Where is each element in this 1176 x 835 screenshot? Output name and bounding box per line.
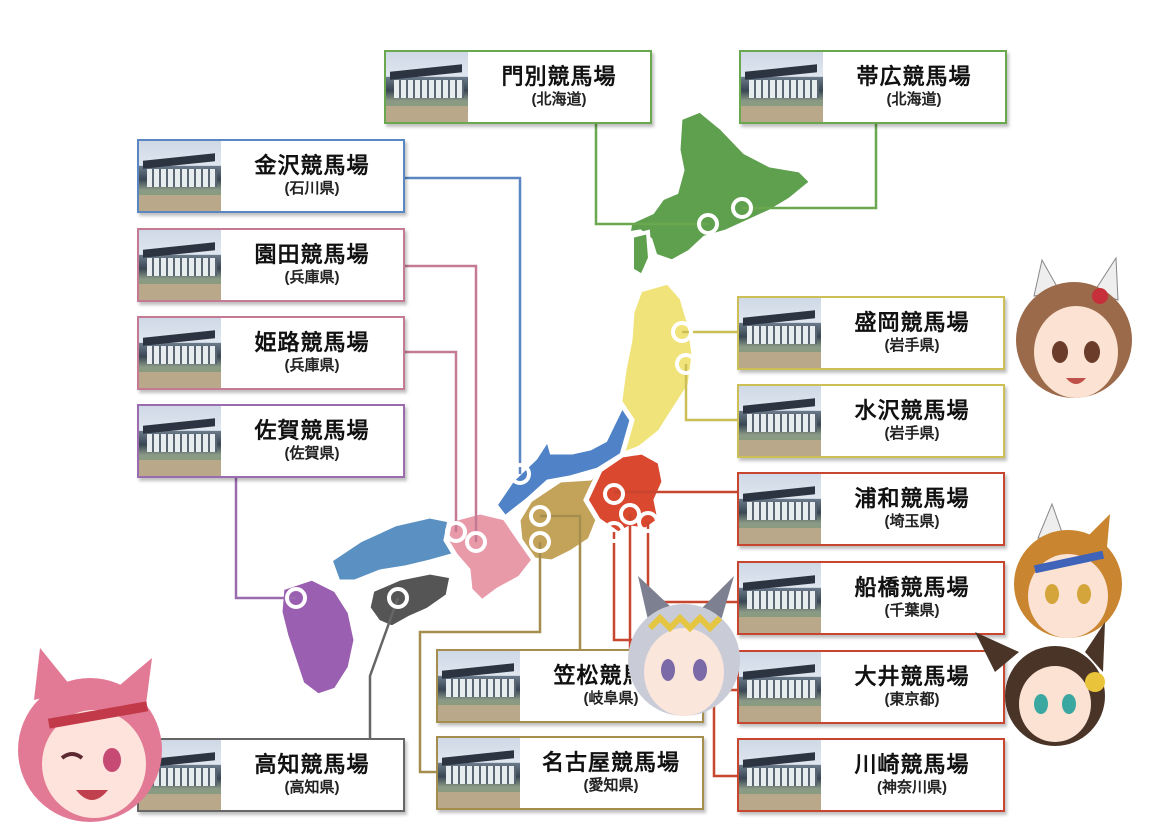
leader-sonoda	[404, 264, 478, 542]
track-name: 姫路競馬場	[254, 330, 370, 356]
leader-saga	[234, 478, 296, 600]
character-portrait-low-right	[975, 622, 1105, 746]
card-ooi[interactable]: 大井競馬場(東京都)	[737, 650, 1005, 724]
marker-sonoda[interactable]	[465, 531, 487, 553]
track-name: 浦和競馬場	[854, 486, 970, 512]
marker-obihiro[interactable]	[731, 197, 753, 219]
card-funabashi[interactable]: 船橋競馬場(千葉県)	[737, 561, 1005, 635]
photo-urawa	[739, 474, 821, 544]
card-morioka[interactable]: 盛岡競馬場(岩手県)	[737, 296, 1005, 370]
marker-monbetsu[interactable]	[697, 213, 719, 235]
track-prefecture: (兵庫県)	[284, 357, 340, 375]
track-prefecture: (兵庫県)	[284, 269, 340, 287]
track-prefecture: (埼玉県)	[884, 513, 940, 531]
track-prefecture: (佐賀県)	[284, 445, 340, 463]
card-sonoda[interactable]: 園田競馬場(兵庫県)	[137, 228, 405, 302]
leader-kanazawa	[404, 176, 522, 474]
photo-sonoda	[139, 230, 221, 300]
card-saga[interactable]: 佐賀競馬場(佐賀県)	[137, 404, 405, 478]
marker-nagoya[interactable]	[529, 531, 551, 553]
track-name: 水沢競馬場	[854, 398, 970, 424]
leader-mizusawa	[684, 364, 738, 422]
photo-obihiro	[741, 52, 823, 122]
marker-mizusawa[interactable]	[675, 353, 697, 375]
track-prefecture: (北海道)	[531, 91, 587, 109]
card-obihiro[interactable]: 帯広競馬場(北海道)	[739, 50, 1007, 124]
track-prefecture: (岩手県)	[884, 337, 940, 355]
track-name: 盛岡競馬場	[854, 310, 970, 336]
region-shikoku	[365, 569, 455, 631]
track-prefecture: (高知県)	[284, 779, 340, 797]
card-kanazawa[interactable]: 金沢競馬場(石川県)	[137, 139, 405, 213]
leader-obihiro	[742, 124, 878, 210]
track-prefecture: (神奈川県)	[877, 779, 947, 797]
marker-kasamatsu[interactable]	[529, 505, 551, 527]
track-name: 門別競馬場	[501, 64, 617, 90]
track-prefecture: (北海道)	[886, 91, 942, 109]
track-name: 園田競馬場	[254, 242, 370, 268]
leader-monbetsu	[594, 124, 708, 226]
track-name: 大井競馬場	[854, 664, 970, 690]
track-name: 金沢競馬場	[254, 153, 370, 179]
track-name: 帯広競馬場	[856, 64, 972, 90]
card-monbetsu[interactable]: 門別競馬場(北海道)	[384, 50, 652, 124]
photo-morioka	[739, 298, 821, 368]
track-markers	[285, 197, 753, 609]
track-name: 高知競馬場	[254, 752, 370, 778]
photo-monbetsu	[386, 52, 468, 122]
marker-kochi[interactable]	[387, 587, 409, 609]
photo-himeji	[139, 318, 221, 388]
marker-ooi[interactable]	[619, 503, 641, 525]
track-prefecture: (東京都)	[884, 691, 940, 709]
leader-lines	[234, 124, 878, 778]
track-name: 船橋競馬場	[854, 575, 970, 601]
leader-himeji	[404, 350, 458, 532]
marker-himeji[interactable]	[445, 521, 467, 543]
photo-ooi	[739, 652, 821, 722]
track-prefecture: (愛知県)	[583, 777, 639, 795]
leader-kasamatsu	[540, 514, 582, 650]
photo-funabashi	[739, 563, 821, 633]
card-kawasaki[interactable]: 川崎競馬場(神奈川県)	[737, 738, 1005, 812]
marker-morioka[interactable]	[671, 321, 693, 343]
card-himeji[interactable]: 姫路競馬場(兵庫県)	[137, 316, 405, 390]
region-hokkaido-tip	[630, 229, 653, 279]
track-prefecture: (千葉県)	[884, 602, 940, 620]
character-portrait-mid-right	[1014, 502, 1122, 638]
marker-kanazawa[interactable]	[509, 463, 531, 485]
photo-saga	[139, 406, 221, 476]
leader-nagoya	[418, 542, 542, 774]
character-portrait-center	[628, 576, 740, 716]
character-portrait-top-right	[1016, 256, 1132, 398]
marker-saga[interactable]	[285, 587, 307, 609]
track-prefecture: (岐阜県)	[583, 690, 639, 708]
marker-funabashi[interactable]	[637, 511, 659, 533]
character-portrait-bottom-left	[18, 648, 162, 822]
photo-nagoya	[438, 738, 520, 808]
photo-kawasaki	[739, 740, 821, 810]
card-mizusawa[interactable]: 水沢競馬場(岩手県)	[737, 384, 1005, 458]
region-hokkaido	[624, 107, 816, 265]
marker-urawa[interactable]	[603, 483, 625, 505]
photo-mizusawa	[739, 386, 821, 456]
marker-kawasaki[interactable]	[603, 521, 625, 543]
photo-kanazawa	[139, 141, 221, 211]
card-urawa[interactable]: 浦和競馬場(埼玉県)	[737, 472, 1005, 546]
track-name: 名古屋競馬場	[541, 750, 680, 776]
track-name: 川崎競馬場	[854, 752, 970, 778]
track-prefecture: (岩手県)	[884, 425, 940, 443]
photo-kasamatsu	[438, 651, 520, 721]
region-chugoku	[326, 513, 459, 585]
card-nagoya[interactable]: 名古屋競馬場(愛知県)	[436, 736, 704, 810]
track-prefecture: (石川県)	[284, 180, 340, 198]
track-name: 佐賀競馬場	[254, 418, 370, 444]
